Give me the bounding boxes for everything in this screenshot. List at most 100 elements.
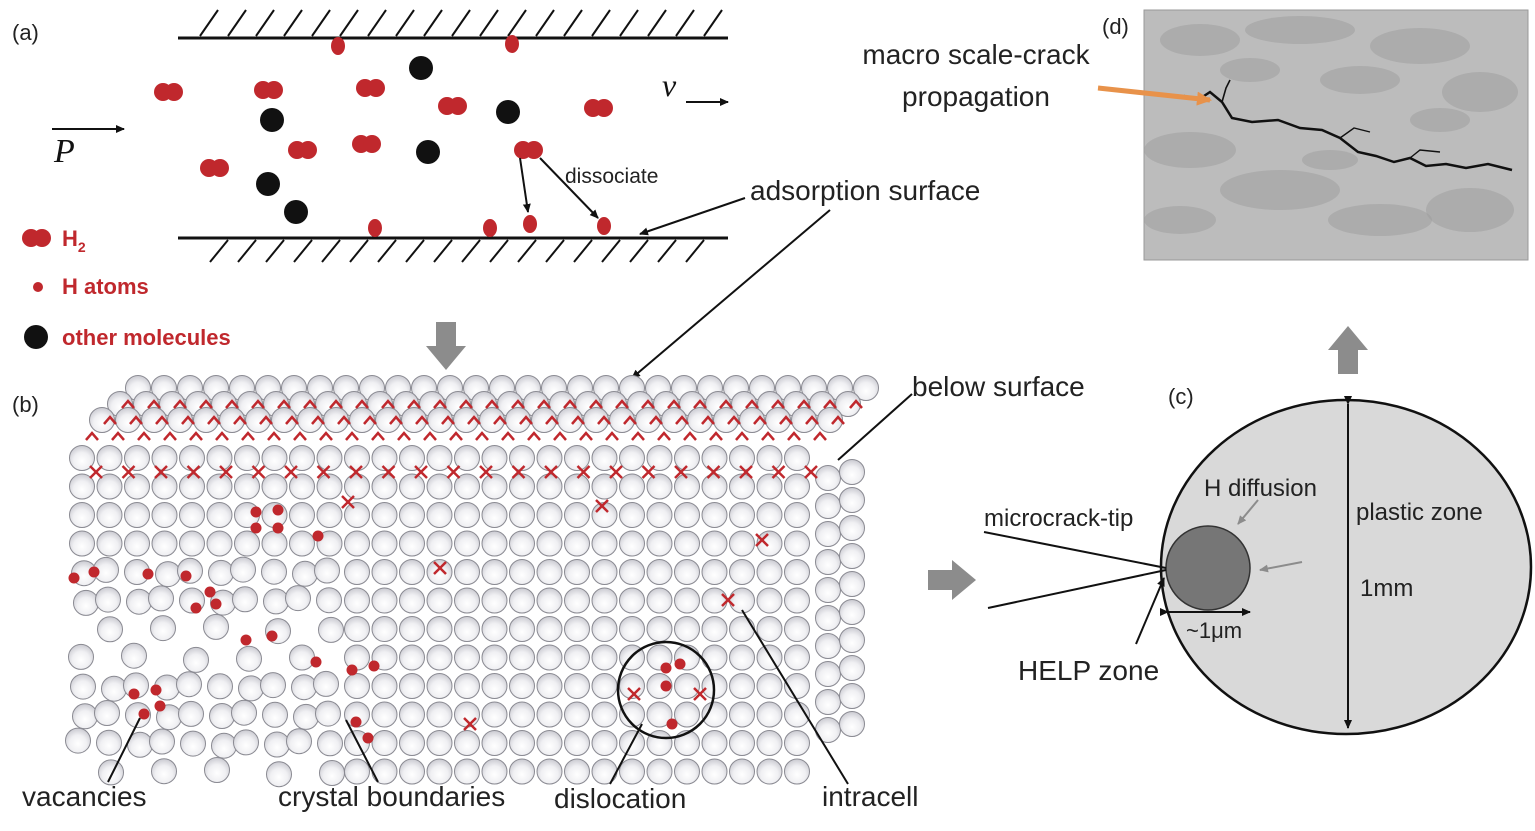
lattice-atom [96,502,123,528]
lattice-atom [815,717,841,743]
lattice-atom [564,530,590,557]
lattice-atom [729,730,755,756]
lattice-atom [646,502,673,528]
interstitial-h-marker [627,687,641,701]
h2-molecule [200,159,229,177]
lattice-atom [619,530,645,557]
grain-blotch [1220,170,1340,210]
grain-blotch [1144,206,1216,234]
lattice-atom [426,758,453,785]
hatch-mark [423,9,443,37]
surface-h-marker [649,415,663,425]
lattice-atom [591,502,618,528]
lattice-atom [564,701,590,728]
interstitial-h-marker [595,499,609,513]
surface-h-marker [163,431,177,441]
interstitial-h-marker [721,593,735,607]
lattice-atom [674,616,700,642]
interstitial-h-marker [479,465,493,479]
h2-molecule [584,99,613,117]
surface-h-marker [667,399,681,409]
lattice-atom [399,473,425,500]
surface-h-marker [709,431,723,441]
lattice-atom [316,473,343,500]
surface-h-marker [597,415,611,425]
lattice-atom [481,701,508,728]
hatch-mark [227,9,247,37]
lattice-atom [96,729,122,756]
lattice-atom [839,459,865,485]
lattice-atom [481,559,508,585]
surface-h-marker [537,399,551,409]
interstitial-h-marker [771,465,786,479]
lattice-atom [756,730,783,756]
lattice-atom [399,559,425,585]
lattice-atom [454,473,480,500]
lattice-atom [289,445,315,471]
lattice-atom [784,502,810,528]
surface-h-marker [397,431,411,441]
lattice-atom [313,670,339,697]
lattice-atom [124,445,150,471]
hatch-mark [339,9,359,37]
lattice-atom [619,616,645,642]
other-molecule [416,140,440,164]
lattice-atom [701,559,728,585]
surface-h-marker [449,431,463,441]
other-molecule [260,108,284,132]
lattice-atom [756,445,783,471]
h2-molecule [514,141,543,159]
surface-h-marker [129,415,143,425]
crack-lower-edge [987,569,1167,609]
lattice-atom [149,728,175,755]
lattice-atom [238,675,264,702]
h-atom-dot [240,634,252,646]
lattice-atom [204,757,230,783]
lattice-atom [729,445,755,471]
lattice-atom [261,473,288,500]
lattice-atom [784,530,810,557]
surface-h-marker [363,415,377,425]
lattice-atom [426,530,453,557]
h-atom-dot [128,688,140,700]
lattice-atom [101,675,127,702]
surface-h-marker [813,431,827,441]
h-atom-dot [368,660,380,672]
lattice-atom [230,556,256,583]
lattice-atom [454,701,480,728]
h2-molecules [154,79,613,177]
lattice-atom [399,673,425,699]
lattice-atom [591,587,618,614]
hatch-mark [489,239,509,263]
lattice-atom [426,559,453,585]
lattice-atom [261,558,287,585]
lattice-atom [454,445,480,471]
other-molecule [284,200,308,224]
lattice-atom [219,407,245,433]
h2-molecule [438,97,467,115]
lattice-markers [68,399,863,744]
surface-h-marker [545,415,559,425]
lattice-atom [591,730,618,756]
hatch-mark [573,239,593,263]
interstitial-h-marker [674,465,688,479]
lattice-atom [454,730,480,756]
lattice-atom [756,559,783,585]
lattice-atom [234,445,260,471]
lattice-atom [701,502,728,528]
lattice-atom [69,445,95,471]
surface-h-marker [761,431,775,441]
lattice-atom [815,605,841,631]
hatch-mark [255,9,275,37]
lattice-atom [399,616,425,642]
lattice-atom [701,644,728,671]
other-molecules [256,56,520,224]
surface-h-marker [579,431,593,441]
lattice-atom [509,644,535,671]
lattice-atom [94,700,120,726]
lattice-atom [206,445,233,471]
lattice-atom [65,727,91,754]
plastic-zone-label: plastic zone [1356,499,1483,526]
panel-label-a: (a) [12,20,39,45]
